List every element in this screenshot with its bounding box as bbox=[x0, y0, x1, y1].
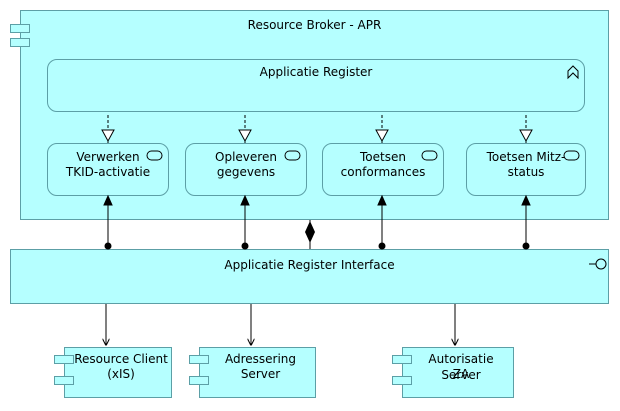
interface-icon bbox=[589, 258, 607, 270]
applicatie-register-title: Applicatie Register bbox=[259, 65, 373, 79]
function-icon bbox=[284, 150, 301, 161]
component-icon bbox=[54, 376, 74, 385]
component-icon bbox=[392, 355, 412, 364]
component-icon bbox=[10, 38, 30, 47]
serving-connectors bbox=[106, 304, 455, 345]
component-icon bbox=[189, 355, 209, 364]
flow-connectors-up bbox=[103, 194, 531, 250]
function-label-line2: gegevens bbox=[216, 165, 276, 179]
component-label-line1: Autorisatie Server bbox=[428, 352, 494, 382]
component-label-line2: (xIS) bbox=[107, 367, 135, 381]
function-label-line1: Toetsen bbox=[360, 150, 406, 164]
component-label-line1: Adressering bbox=[224, 352, 297, 366]
component-resource-client[interactable]: Resource Client (xIS) bbox=[64, 347, 172, 398]
function-label-line1: Verwerken bbox=[76, 150, 140, 164]
component-autorisatie-server[interactable]: Autorisatie Server ZA bbox=[402, 347, 514, 398]
function-label-line1: Toetsen Mitz- bbox=[486, 150, 566, 164]
function-label-line2: status bbox=[507, 165, 545, 179]
component-label-line2: Server bbox=[240, 367, 281, 381]
function-label-line2: TKID-activatie bbox=[65, 165, 151, 179]
composition-diamond bbox=[305, 220, 315, 249]
component-icon bbox=[189, 376, 209, 385]
function-icon bbox=[146, 150, 163, 161]
applicatie-register-node[interactable]: Applicatie Register bbox=[47, 59, 585, 112]
component-label-line1: Resource Client bbox=[74, 352, 168, 366]
component-icon bbox=[10, 24, 30, 33]
function-icon bbox=[563, 150, 580, 161]
function-toetsen-mitz-status[interactable]: Toetsen Mitz- status bbox=[466, 143, 586, 196]
resource-broker-title: Resource Broker - APR bbox=[247, 18, 382, 32]
applicatie-register-interface[interactable]: Applicatie Register Interface bbox=[10, 249, 609, 304]
function-label-line2: conformances bbox=[340, 165, 426, 179]
component-icon bbox=[392, 376, 412, 385]
component-label-line2: ZA bbox=[452, 367, 470, 381]
component-adressering-server[interactable]: Adressering Server bbox=[199, 347, 316, 398]
chevron-up-icon bbox=[567, 65, 579, 80]
realization-connectors bbox=[101, 113, 533, 143]
component-icon bbox=[54, 355, 74, 364]
function-icon bbox=[421, 150, 438, 161]
function-label-line1: Opleveren bbox=[215, 150, 277, 164]
interface-title: Applicatie Register Interface bbox=[224, 258, 395, 272]
